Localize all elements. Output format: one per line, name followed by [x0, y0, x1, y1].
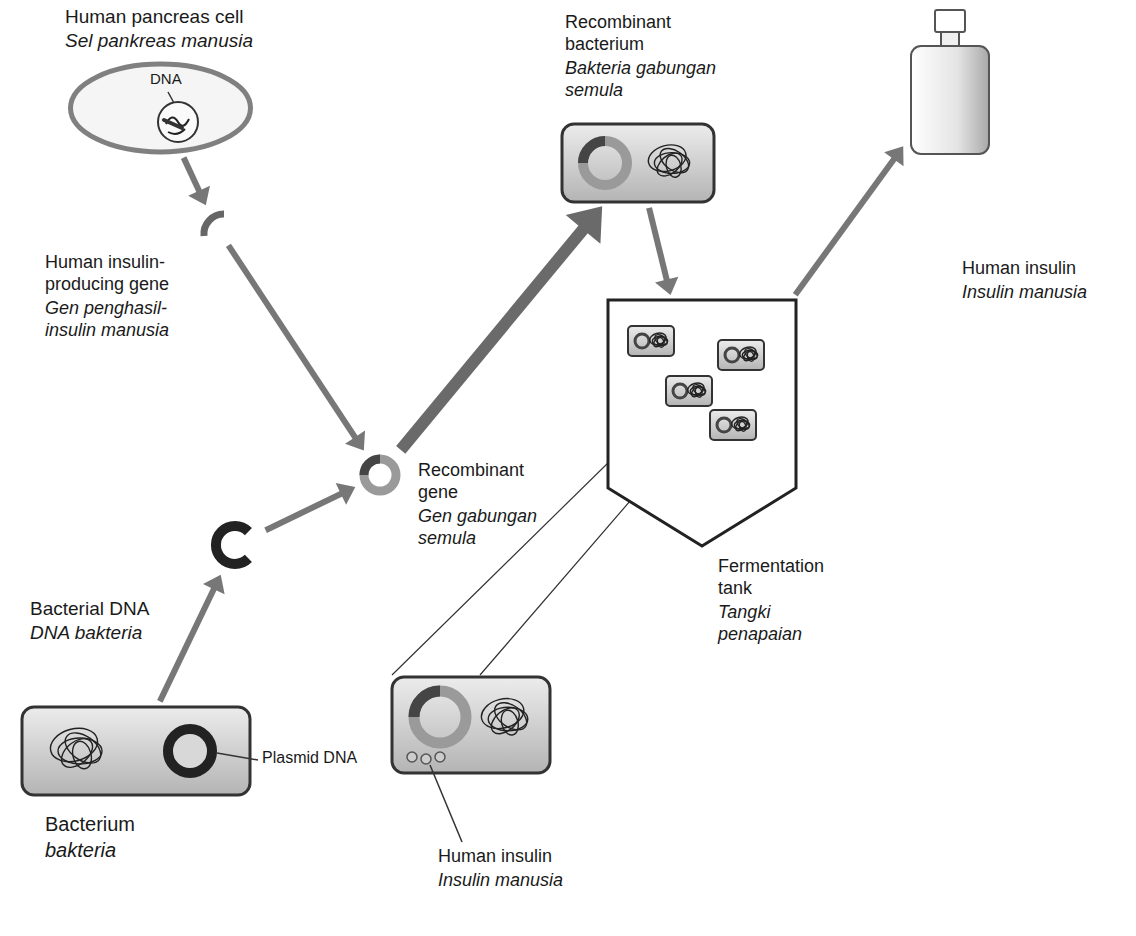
cut-plasmid: Bacterial DNADNA bakteria [208, 518, 262, 572]
fermentation-tank: Fermentation tankTangki penapaian [606, 298, 798, 548]
shape-outline [198, 208, 232, 242]
shape-outline [390, 675, 552, 775]
english-label: Bacterial DNA [30, 598, 230, 621]
english-label: Recombinant bacterium [565, 12, 715, 55]
process-arrow [401, 206, 602, 450]
malay-label: Insulin manusia [962, 282, 1122, 304]
malay-label: Sel pankreas manusia [65, 30, 325, 53]
process-arrow [649, 208, 678, 295]
process-arrow [184, 158, 210, 206]
english-label: Recombinant gene [418, 460, 543, 503]
malay-label: Bakteria gabungan semula [565, 58, 725, 101]
recombinant-plasmid: Recombinant geneGen gabungan semula [358, 453, 402, 497]
english-label: Plasmid DNA [262, 748, 382, 767]
malay-label: Tangki penapaian [718, 602, 858, 645]
english-label: Human insulin-producing gene [45, 252, 200, 295]
english-label: Human insulin [962, 258, 1122, 280]
recombinant-bacterium: Recombinant bacteriumBakteria gabungan s… [560, 122, 716, 204]
malay-label: Gen gabungan semula [418, 506, 543, 549]
insulin-gene: Human insulin-producing geneGen penghasi… [198, 208, 232, 242]
malay-label: DNA bakteria [30, 622, 230, 645]
malay-label: Insulin manusia [438, 870, 608, 892]
process-arrow [160, 575, 225, 702]
malay-label: Gen penghasil-insulin manusia [45, 298, 200, 341]
english-label: DNA [150, 70, 195, 88]
process-arrow [266, 483, 356, 530]
shape-outline [358, 453, 402, 497]
pancreas-cell: Human pancreas cellSel pankreas manusiaD… [68, 62, 253, 154]
process-arrow [795, 146, 903, 294]
english-label: Bacterium [45, 812, 245, 836]
bacterium: Plasmid DNABacteriumbakteria [20, 705, 252, 797]
shape-outline [560, 122, 716, 204]
shape-outline [208, 518, 262, 572]
shape-outline [606, 298, 798, 548]
english-label: Human insulin [438, 846, 608, 868]
english-label: Fermentation tank [718, 556, 858, 599]
enlarged-bacterium: Human insulinInsulin manusia [390, 675, 552, 775]
malay-label: bakteria [45, 838, 245, 862]
shape-outline [905, 8, 995, 156]
shape-outline [20, 705, 252, 797]
english-label: Human pancreas cell [65, 6, 325, 29]
insulin-bottle: Human insulinInsulin manusia [905, 8, 995, 156]
process-arrow [228, 245, 365, 450]
